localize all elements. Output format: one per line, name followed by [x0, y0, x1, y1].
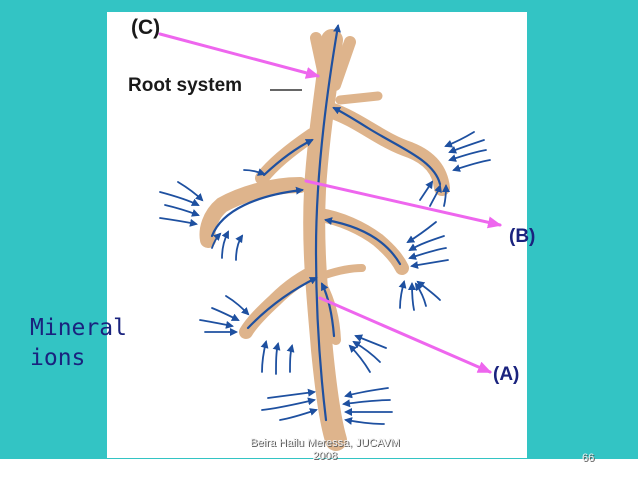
mineral-ions-line1: Mineral [30, 315, 127, 341]
pointer-arrow-b [304, 179, 502, 229]
pointer-arrows [158, 32, 502, 374]
bottom-strip [0, 459, 638, 479]
xylem-flow-arrows [210, 24, 442, 422]
footer-author-line1: Beira Hailu Meressa, JUCAVM [250, 437, 400, 449]
label-root-system: Root system [128, 75, 243, 96]
label-b: (B) [509, 226, 536, 247]
pointer-arrow-c [158, 32, 320, 79]
footer-author-line2: 2008 [312, 450, 338, 462]
footer-author: Beira Hailu Meressa, JUCAVM 2008 [210, 437, 440, 463]
root-structure [199, 29, 450, 451]
label-c: (C) [131, 16, 161, 39]
mineral-ion-arrows [159, 131, 491, 425]
page-number: 66 [582, 452, 595, 464]
mineral-ions-label: Mineral ions [30, 313, 127, 373]
pointer-arrow-a [318, 296, 492, 374]
label-a: (A) [493, 364, 520, 385]
mineral-ions-line2: ions [30, 345, 86, 371]
